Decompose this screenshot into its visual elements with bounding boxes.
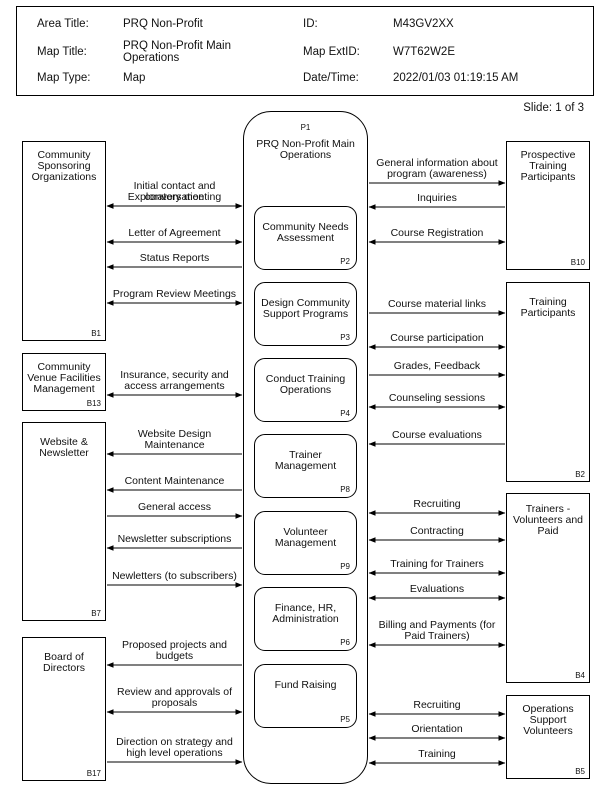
external-label: Board of Directors: [42, 651, 85, 674]
id-value: M43GV2XX: [393, 18, 454, 30]
external-id: B17: [86, 769, 101, 778]
flow-label: Newsletter subscriptions: [117, 533, 232, 545]
external-id: B13: [86, 399, 101, 408]
process-id: P2: [340, 257, 350, 266]
map-title-value: PRQ Non-Profit Main Operations: [123, 40, 232, 64]
flow-label: Exploratory meeting: [127, 191, 222, 203]
flow-label: Inquiries: [417, 192, 457, 204]
id-label: ID:: [303, 18, 318, 30]
main-process-label: PRQ Non-Profit Main Operations: [256, 138, 355, 161]
map-title-label: Map Title:: [37, 46, 87, 58]
external-id: B7: [91, 609, 101, 618]
external-id: B4: [575, 671, 585, 680]
datetime-value: 2022/01/03 01:19:15 AM: [393, 72, 519, 84]
external-community-venue-facilities-management[interactable]: Community Venue Facilities Management B1…: [22, 353, 106, 411]
map-type-label: Map Type:: [37, 72, 91, 84]
flow-label: Status Reports: [139, 252, 210, 264]
external-label: Website & Newsletter: [39, 436, 89, 459]
process-label: Volunteer Management: [274, 526, 337, 549]
external-label: Training Participants: [520, 296, 576, 319]
external-label: Operations Support Volunteers: [522, 703, 574, 737]
map-header: Area Title: PRQ Non-Profit Map Title: PR…: [16, 6, 594, 96]
area-title-label: Area Title:: [37, 18, 89, 30]
flow-label: Grades, Feedback: [393, 360, 481, 372]
process-trainer-management[interactable]: Trainer Management P8: [254, 434, 357, 498]
external-label: Prospective Training Participants: [520, 149, 576, 183]
ext-id-value: W7T62W2E: [393, 46, 455, 58]
external-website-newsletter[interactable]: Website & Newsletter B7: [22, 422, 106, 621]
external-operations-support-volunteers[interactable]: Operations Support Volunteers B5: [506, 695, 590, 779]
flow-label: Insurance, security and access arrangeme…: [120, 369, 229, 392]
external-community-sponsoring-organizations[interactable]: Community Sponsoring Organizations B1: [22, 141, 106, 341]
flow-label: Program Review Meetings: [112, 288, 237, 300]
ext-id-label: Map ExtID:: [303, 46, 360, 58]
flow-label: Content Maintenance: [124, 475, 225, 487]
external-label: Community Sponsoring Organizations: [31, 149, 97, 183]
external-id: B1: [91, 329, 101, 338]
process-label: Trainer Management: [274, 449, 337, 472]
process-conduct-training-operations[interactable]: Conduct Training Operations P4: [254, 358, 357, 422]
datetime-label: Date/Time:: [303, 72, 359, 84]
process-id: P9: [340, 562, 350, 571]
flow-label: Billing and Payments (for Paid Trainers): [378, 619, 496, 642]
process-id: P3: [340, 333, 350, 342]
map-type-value: Map: [123, 72, 146, 84]
flow-label: Course evaluations: [392, 429, 482, 441]
process-label: Conduct Training Operations: [265, 373, 346, 396]
external-board-of-directors[interactable]: Board of Directors B17: [22, 637, 106, 781]
flow-label: Course participation: [390, 332, 484, 344]
flow-label: Course Registration: [390, 227, 484, 239]
flow-label: General access: [138, 501, 211, 513]
process-id: P4: [340, 409, 350, 418]
flow-label: Newletters (to subscribers): [112, 570, 237, 582]
process-id: P8: [340, 485, 350, 494]
flow-label: General information about program (aware…: [376, 157, 498, 180]
flow-label: Training: [418, 748, 456, 760]
external-label: Community Venue Facilities Management: [27, 361, 101, 395]
flow-label: Orientation: [411, 723, 463, 735]
flow-label: Review and approvals of proposals: [117, 686, 232, 709]
main-process-id: P1: [300, 123, 311, 132]
flow-label: Training for Trainers: [390, 558, 484, 570]
slide-indicator: Slide: 1 of 3: [523, 102, 584, 114]
flow-label: Letter of Agreement: [128, 227, 221, 239]
area-title-value: PRQ Non-Profit: [123, 18, 203, 30]
flow-label: Counseling sessions: [388, 392, 486, 404]
flow-label: Proposed projects and budgets: [121, 639, 228, 662]
flow-label: Contracting: [410, 525, 464, 537]
process-fund-raising[interactable]: Fund Raising P5: [254, 664, 357, 728]
process-label: Community Needs Assessment: [262, 221, 349, 244]
external-label: Trainers - Volunteers and Paid: [512, 503, 584, 537]
flow-label: Website Design Maintenance: [137, 428, 212, 451]
flow-label: Evaluations: [409, 583, 465, 595]
external-trainers-volunteers-and-paid[interactable]: Trainers - Volunteers and Paid B4: [506, 493, 590, 683]
process-label: Fund Raising: [274, 679, 337, 691]
external-id: B2: [575, 470, 585, 479]
flow-label: Recruiting: [413, 699, 461, 711]
process-label: Finance, HR, Administration: [272, 602, 339, 625]
flow-label: Recruiting: [413, 498, 461, 510]
process-id: P5: [340, 715, 350, 724]
external-id: B10: [570, 258, 585, 267]
process-finance-hr-administration[interactable]: Finance, HR, Administration P6: [254, 587, 357, 651]
external-training-participants[interactable]: Training Participants B2: [506, 282, 590, 482]
external-id: B5: [575, 767, 585, 776]
process-label: Design Community Support Programs: [261, 297, 350, 320]
flow-label: Direction on strategy and high level ope…: [116, 736, 233, 759]
process-volunteer-management[interactable]: Volunteer Management P9: [254, 511, 357, 575]
process-community-needs-assessment[interactable]: Community Needs Assessment P2: [254, 206, 357, 270]
process-design-community-support-programs[interactable]: Design Community Support Programs P3: [254, 282, 357, 346]
process-id: P6: [340, 638, 350, 647]
flow-label: Initial contact and conversation: [133, 180, 216, 203]
external-prospective-training-participants[interactable]: Prospective Training Participants B10: [506, 141, 590, 270]
flow-label: Course material links: [387, 298, 487, 310]
